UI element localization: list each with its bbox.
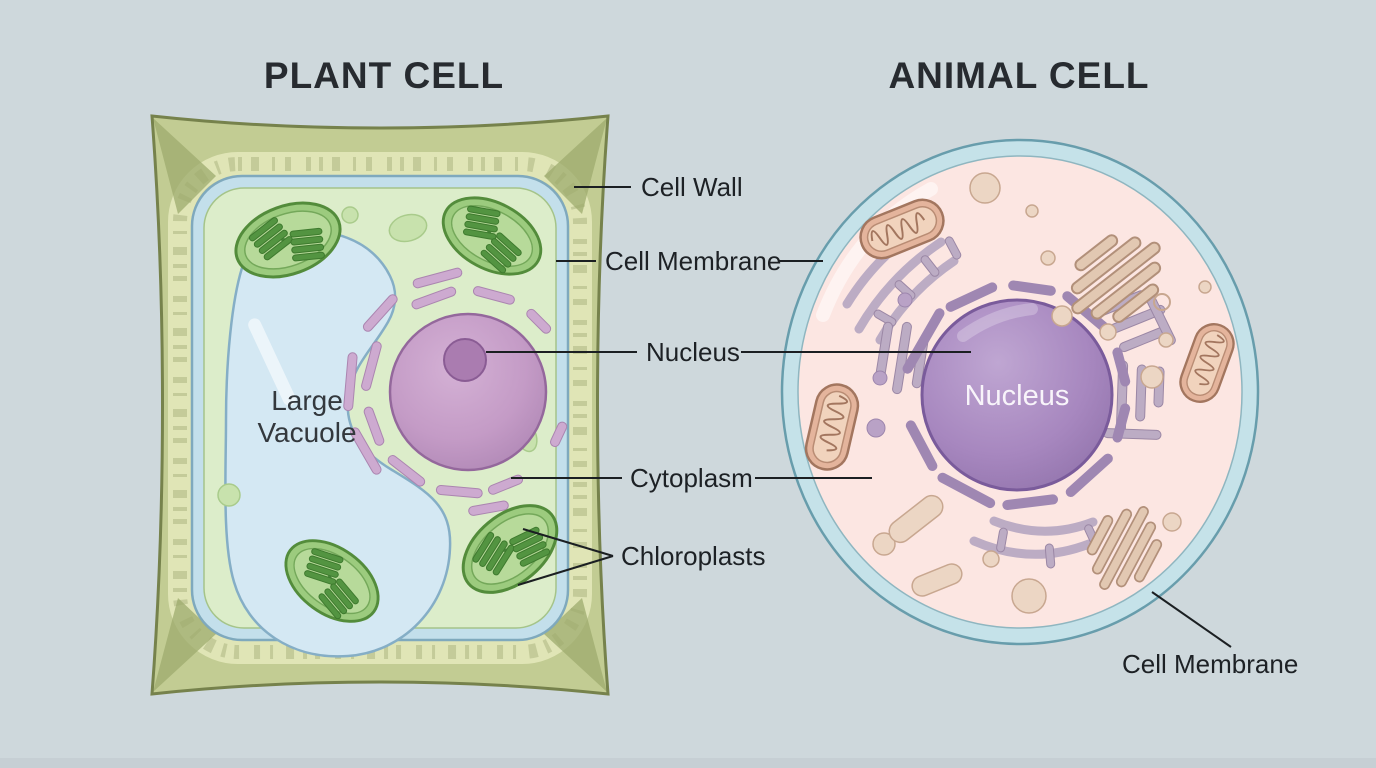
animal-cell-membrane-label: Cell Membrane <box>1122 649 1298 679</box>
animal-cell-membrane-leader <box>1151 591 1232 648</box>
large-vacuole-label-line2: Vacuole <box>257 417 356 448</box>
chloroplasts-leader-lower <box>517 555 614 586</box>
golgi-curl <box>1153 293 1171 311</box>
animal-cell-title: ANIMAL CELL <box>888 55 1149 96</box>
plant-nucleus-shape <box>388 312 548 472</box>
animal-cell-diagram: Nucleus <box>780 138 1260 646</box>
nucleus-label: Nucleus <box>646 337 740 367</box>
cell-wall-corner-shade <box>153 118 216 214</box>
large-vacuole-label-line1: Large <box>271 385 343 416</box>
plant-er-segments <box>343 267 568 516</box>
animal-nucleus-shape <box>920 298 1114 492</box>
animal-nucleus-label: Nucleus <box>965 380 1070 412</box>
vesicles <box>866 172 1212 614</box>
annotations: Cell Wall Cell Membrane Nucleus Cytoplas… <box>486 172 1298 679</box>
nuclear-envelope-segments <box>902 280 1131 511</box>
chloroplasts-leader-upper <box>522 528 614 557</box>
background-bottom-edge <box>0 758 1376 768</box>
cell-wall-corner-shade <box>544 118 607 214</box>
plant-cell-diagram: Large Vacuole <box>150 114 610 696</box>
cytoplasm-granule <box>341 206 359 224</box>
plant-nucleolus-shape <box>443 338 487 382</box>
cell-wall-corner-shade <box>153 598 216 692</box>
cell-wall-label: Cell Wall <box>641 172 743 202</box>
vacuole-shape <box>224 229 452 658</box>
cytoplasm-label: Cytoplasm <box>630 463 753 493</box>
nucleus-highlight <box>957 303 1038 342</box>
cytoplasm-granule <box>217 483 241 507</box>
plant-cell-title: PLANT CELL <box>264 55 504 96</box>
cell-wall-corner-shade <box>544 598 607 692</box>
chloroplasts-label: Chloroplasts <box>621 541 766 571</box>
vacuole-highlight <box>248 318 296 406</box>
cell-wall-inner-bands <box>168 152 592 664</box>
cytoplasm-granule <box>388 213 428 243</box>
cell-membrane-label: Cell Membrane <box>605 246 781 276</box>
